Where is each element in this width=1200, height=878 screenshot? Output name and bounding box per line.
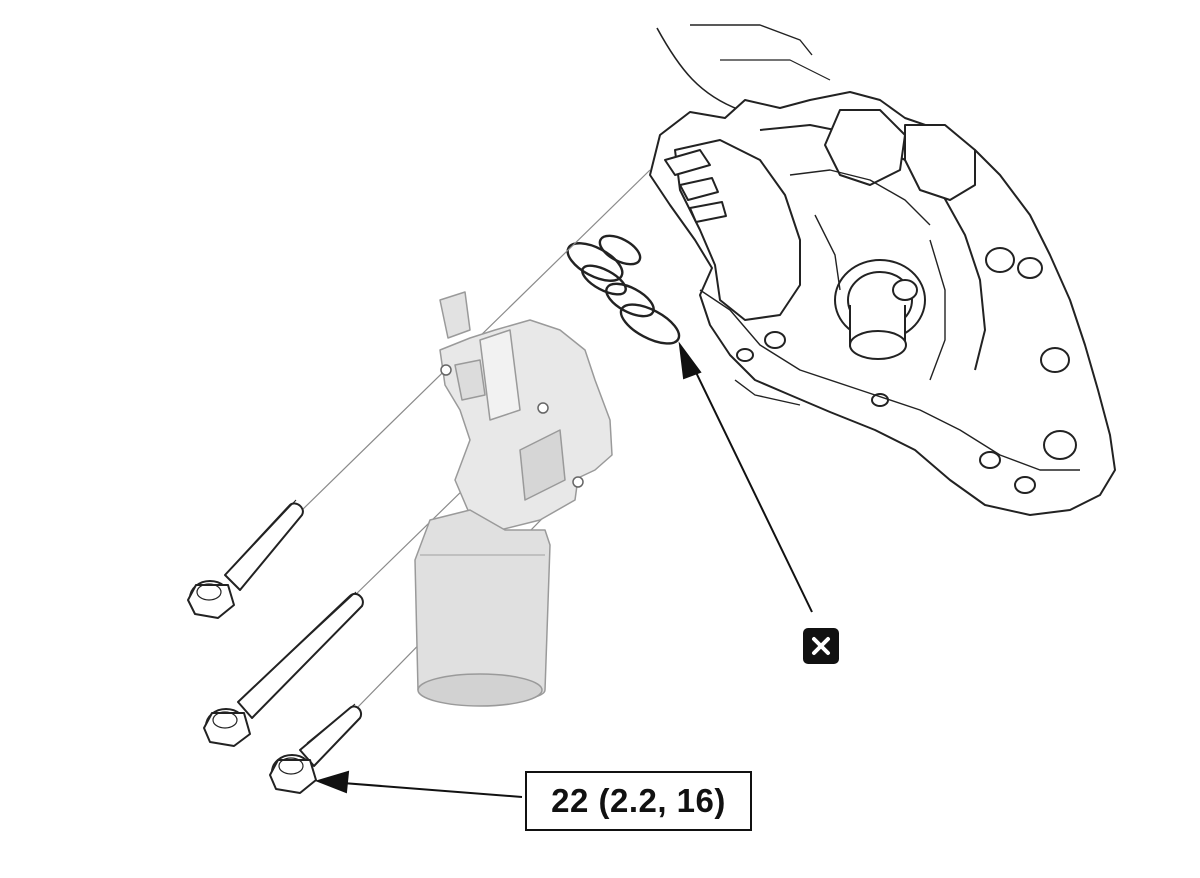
flange-bolt-2: [203, 591, 364, 747]
close-icon: [812, 637, 830, 655]
torque-spec-label: 22 (2.2, 16): [551, 782, 726, 819]
torque-leader: [329, 781, 523, 798]
oil-strainer: [414, 291, 613, 707]
flange-bolts: [187, 499, 364, 794]
torque-spec-callout: 22 (2.2, 16): [525, 771, 752, 831]
oil-pump-housing: [649, 24, 1116, 516]
flange-bolt-3: [269, 703, 362, 794]
o-ring-leader: [689, 359, 813, 613]
flange-bolt-1: [187, 499, 304, 619]
o-rings: [566, 234, 681, 345]
leader-lines: [314, 341, 813, 798]
torque-arrowhead: [314, 770, 350, 794]
o-ring-arrowhead: [678, 341, 702, 380]
replace-part-icon: [803, 628, 839, 664]
